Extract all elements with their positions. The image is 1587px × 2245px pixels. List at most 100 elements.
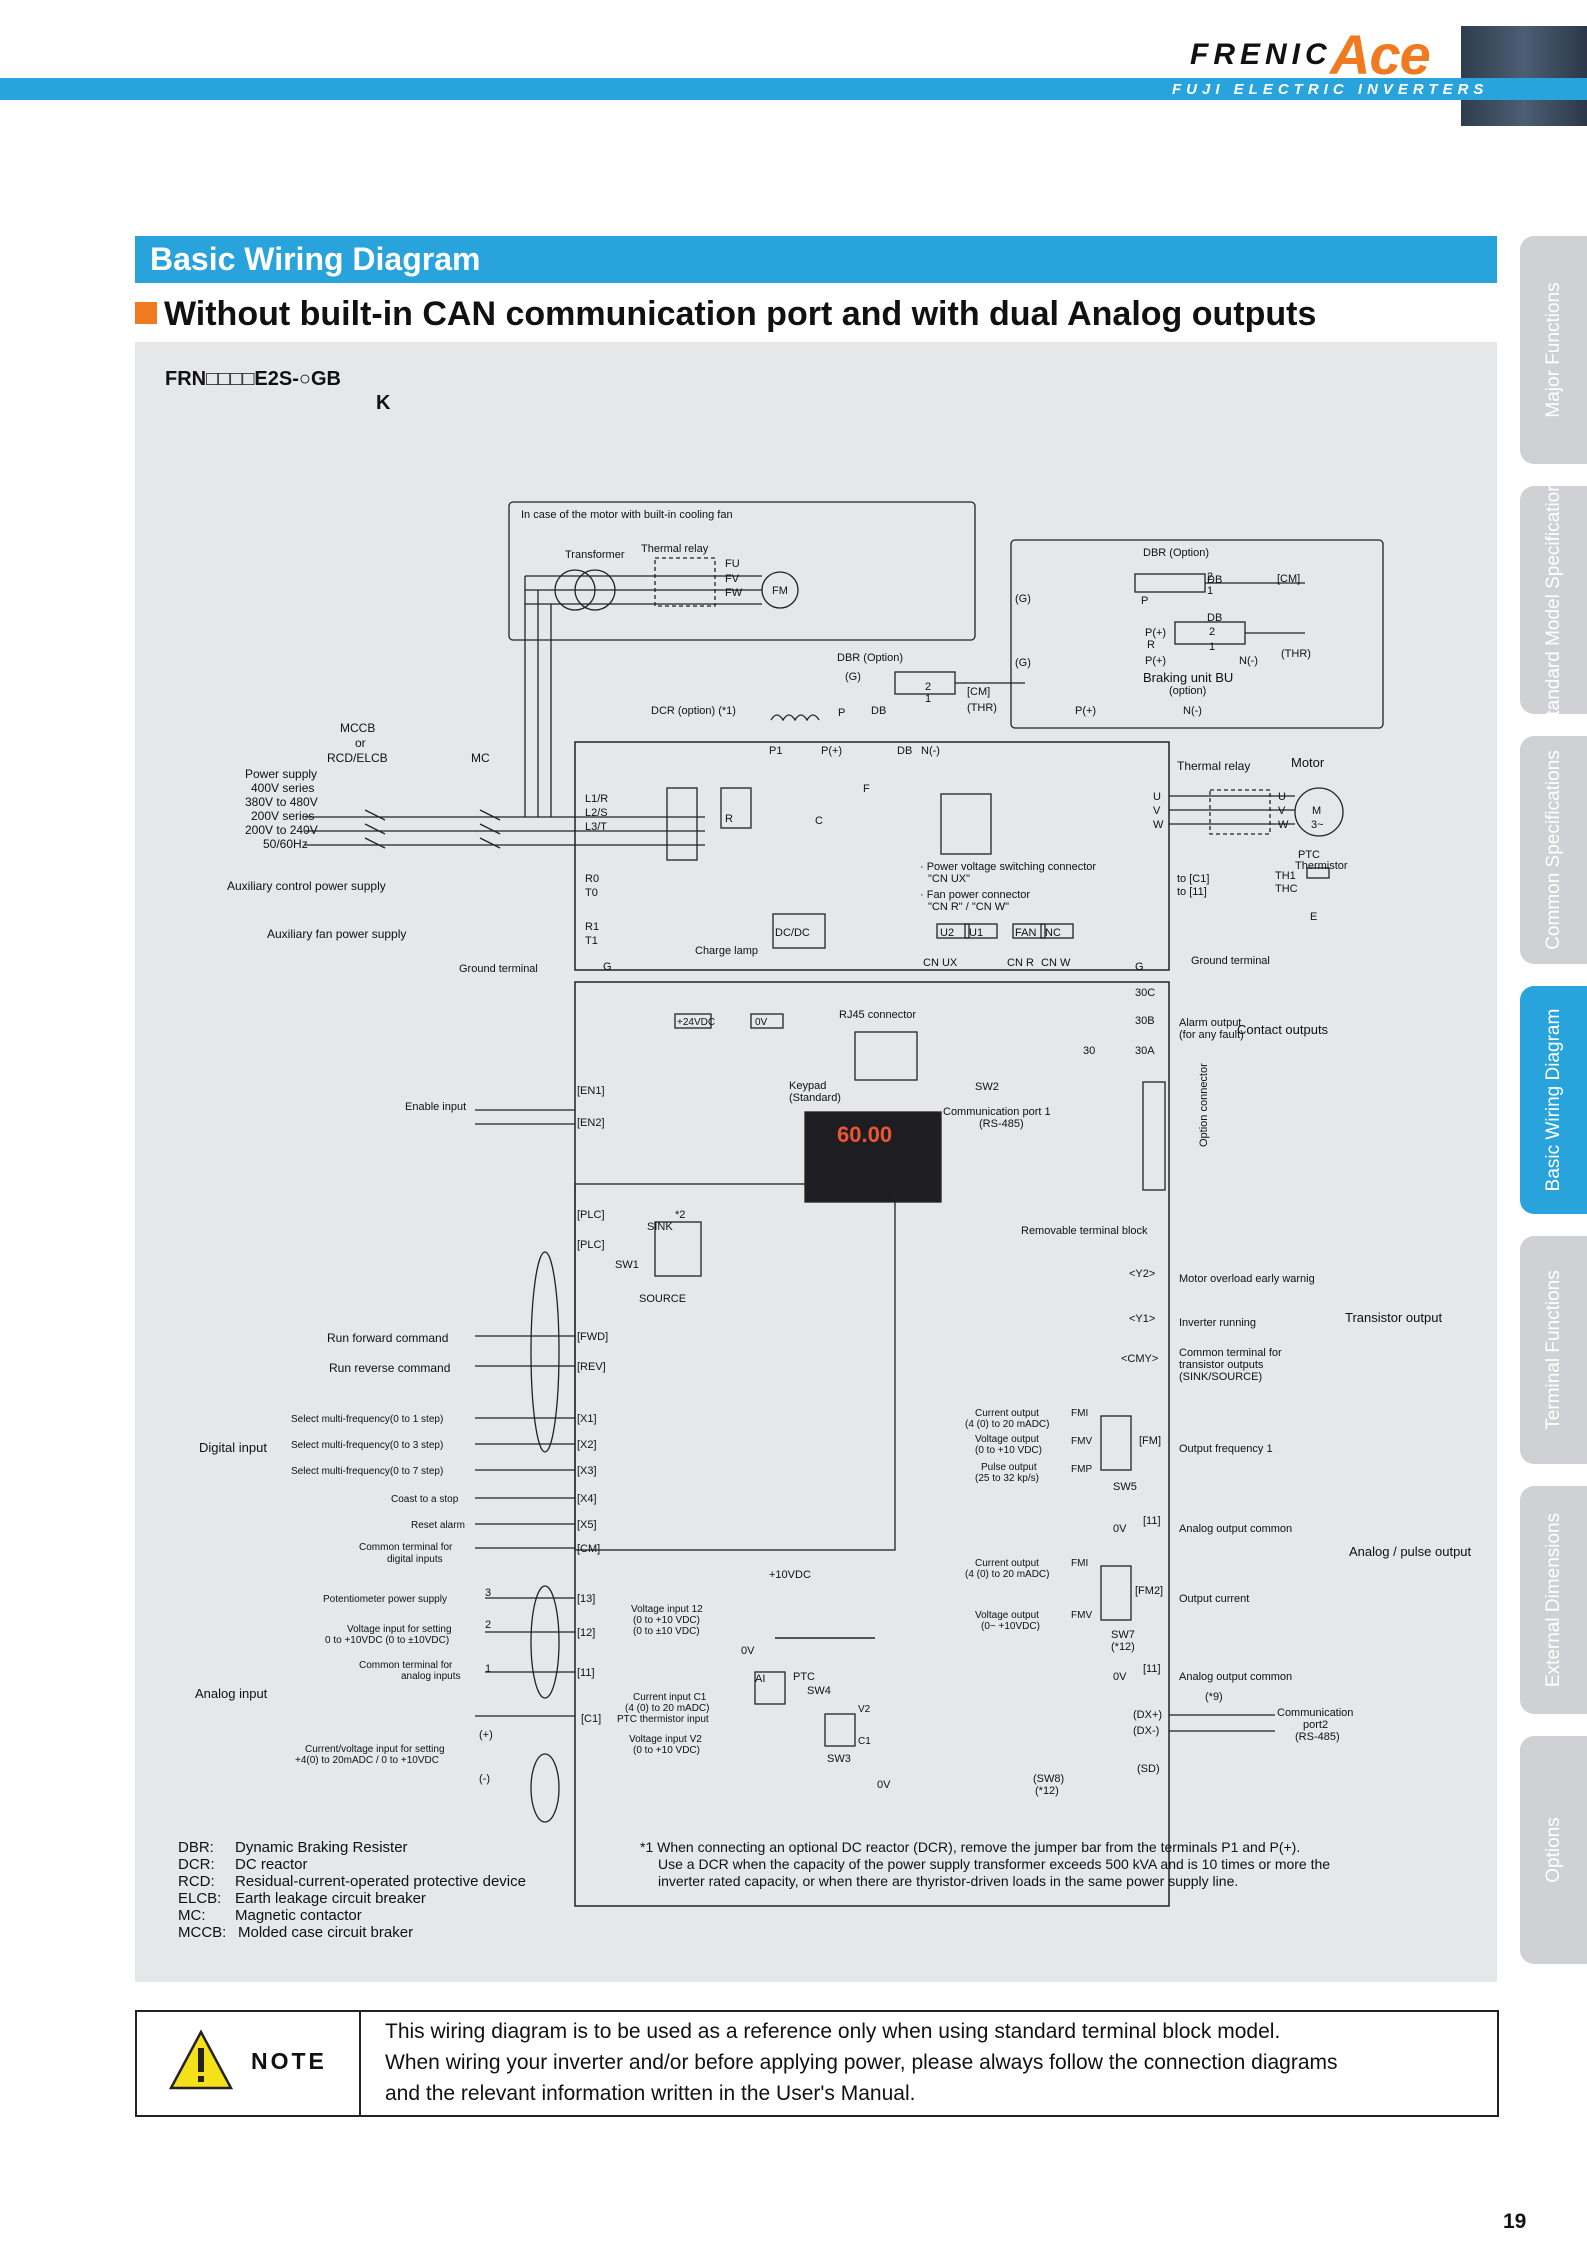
section-title-bar — [135, 236, 1497, 283]
header-bar — [0, 78, 1587, 100]
label-pot-2: 2 — [485, 1619, 491, 1631]
label-common-analog: Common terminal for — [359, 1660, 453, 1671]
keypad-display: 60.00 — [837, 1122, 892, 1147]
label-coast: Coast to a stop — [391, 1494, 459, 1505]
label-volt-in12b: (0 to ±10 VDC) — [633, 1626, 700, 1637]
label-hz: 50/60Hz — [263, 837, 308, 851]
label-db: DB — [897, 745, 912, 757]
label-to-c1: to [C1] — [1177, 873, 1209, 885]
tab-label: Options — [1542, 1817, 1564, 1883]
tab-options[interactable]: Options — [1520, 1736, 1587, 1964]
label-sw4: SW4 — [807, 1685, 831, 1697]
label-sink: SINK — [647, 1221, 673, 1233]
label-conn1b: "CN UX" — [928, 873, 970, 885]
label-u1: U1 — [969, 927, 983, 939]
label-0v-in: 0V — [741, 1645, 755, 1657]
label-mc: MC — [471, 751, 490, 765]
model-suffix: K — [376, 392, 391, 414]
label-rs485: (RS-485) — [979, 1118, 1024, 1130]
terminal-g2: G — [1135, 961, 1144, 973]
label-thermistor: Thermistor — [1295, 860, 1348, 872]
label-alarm-output: Alarm output — [1179, 1017, 1241, 1029]
label-cur-in-c1r: (4 (0) to 20 mADC) — [625, 1703, 709, 1714]
label-motor-overload: Motor overload early warnig — [1179, 1273, 1315, 1285]
label-output-current: Output current — [1179, 1593, 1249, 1605]
label-thr-top: (THR) — [1281, 648, 1311, 660]
label-pulse-range: (25 to 32 kp/s) — [975, 1473, 1039, 1484]
label-volt-out-range: (0 to +10 VDC) — [975, 1445, 1042, 1456]
label-nc: NC — [1045, 927, 1061, 939]
label-common-analog2: analog inputs — [401, 1671, 461, 1682]
label-common-transistor: Common terminal for — [1179, 1347, 1282, 1359]
terminal-sd: (SD) — [1137, 1763, 1160, 1775]
label-enable-input: Enable input — [405, 1101, 466, 1113]
note-box: NOTE This wiring diagram is to be used a… — [135, 2010, 1499, 2117]
legend-text-2: Residual-current-operated protective dev… — [235, 1873, 526, 1890]
label-transformer: Transformer — [565, 549, 625, 561]
legend-text-0: Dynamic Braking Resister — [235, 1839, 408, 1856]
label-source: SOURCE — [639, 1293, 686, 1305]
terminal-t0: T0 — [585, 887, 598, 899]
legend-text-5: Molded case circuit braker — [238, 1924, 414, 1941]
terminal-11-out2: [11] — [1143, 1663, 1161, 1675]
label-p-top: P — [1141, 595, 1148, 607]
label-two-top: 2 — [1207, 571, 1213, 583]
label-two-mid: 2 — [925, 681, 931, 693]
label-10vdc: +10VDC — [769, 1569, 811, 1581]
label-aux-control: Auxiliary control power supply — [227, 879, 386, 893]
label-standard: (Standard) — [789, 1092, 841, 1104]
brand-logo-accent: Ace — [1330, 23, 1431, 86]
label-common-transistor2: transistor outputs — [1179, 1359, 1264, 1371]
footnote-line-2: inverter rated capacity, or when there a… — [658, 1873, 1239, 1889]
label-p-plus-bottom: P(+) — [1075, 705, 1096, 717]
motor-v: V — [1278, 805, 1286, 817]
label-ptc-sw: PTC — [793, 1671, 815, 1683]
label-f: F — [863, 783, 870, 795]
tab-external-dimensions[interactable]: External Dimensions — [1520, 1486, 1587, 1714]
terminal-x4: [X4] — [577, 1493, 597, 1505]
label-comm-port2: Communication — [1277, 1707, 1353, 1719]
terminal-en2: [EN2] — [577, 1117, 605, 1129]
label-output-freq: Output frequency 1 — [1179, 1443, 1273, 1455]
label-v2: V2 — [858, 1704, 871, 1715]
label-volt-out: Voltage output — [975, 1434, 1039, 1445]
tab-terminal-functions[interactable]: Terminal Functions — [1520, 1236, 1587, 1464]
label-run-rev: Run reverse command — [329, 1361, 450, 1375]
label-fm: FM — [772, 585, 788, 597]
terminal-12: [12] — [577, 1627, 595, 1639]
label-0v: 0V — [755, 1017, 768, 1028]
label-cm-mid: [CM] — [967, 686, 990, 698]
tab-basic-wiring-diagram[interactable]: Basic Wiring Diagram — [1520, 986, 1587, 1214]
tab-standard-model-specifications[interactable]: Standard Model Specifications — [1520, 472, 1587, 728]
label-keypad: Keypad — [789, 1080, 826, 1092]
label-sw3: SW3 — [827, 1753, 851, 1765]
wiring-diagram: In case of the motor with built-in cooli… — [195, 501, 1472, 1907]
label-braking-unit: Braking unit BU — [1143, 670, 1233, 685]
tab-common-specifications[interactable]: Common Specifications — [1520, 736, 1587, 964]
label-fmv2: FMV — [1071, 1610, 1092, 1621]
label-star2: *2 — [675, 1209, 685, 1221]
terminal-dx-plus: (DX+) — [1133, 1709, 1162, 1721]
terminal-y1: <Y1> — [1129, 1313, 1155, 1325]
terminal-w: W — [1153, 819, 1164, 831]
label-contact-outputs: Contact outputs — [1237, 1022, 1329, 1037]
legend-abbr-5: MCCB: — [178, 1924, 227, 1941]
tab-label: Major Functions — [1542, 282, 1564, 418]
label-mf2: Select multi-frequency(0 to 3 step) — [291, 1440, 443, 1451]
label-cnr: CN R — [1007, 957, 1034, 969]
brand-subtitle: FUJI ELECTRIC INVERTERS — [1172, 81, 1489, 98]
legend-abbr-2: RCD: — [178, 1873, 215, 1890]
label-cur-out: Current output — [975, 1408, 1039, 1419]
product-image — [1461, 26, 1587, 126]
label-200v: 200V series — [251, 809, 314, 823]
tab-label: Common Specifications — [1542, 750, 1564, 950]
label-common-digital2: digital inputs — [387, 1554, 443, 1565]
terminal-v: V — [1153, 805, 1161, 817]
label-n-minus-top: N(-) — [1239, 655, 1258, 667]
terminal-c1: [C1] — [581, 1713, 601, 1725]
label-volt-out2-range: (0~ +10VDC) — [981, 1621, 1040, 1632]
tab-major-functions[interactable]: Major Functions — [1520, 236, 1587, 464]
label-p-plus: P(+) — [821, 745, 842, 757]
label-thc: THC — [1275, 883, 1298, 895]
label-thr-mid: (THR) — [967, 702, 997, 714]
